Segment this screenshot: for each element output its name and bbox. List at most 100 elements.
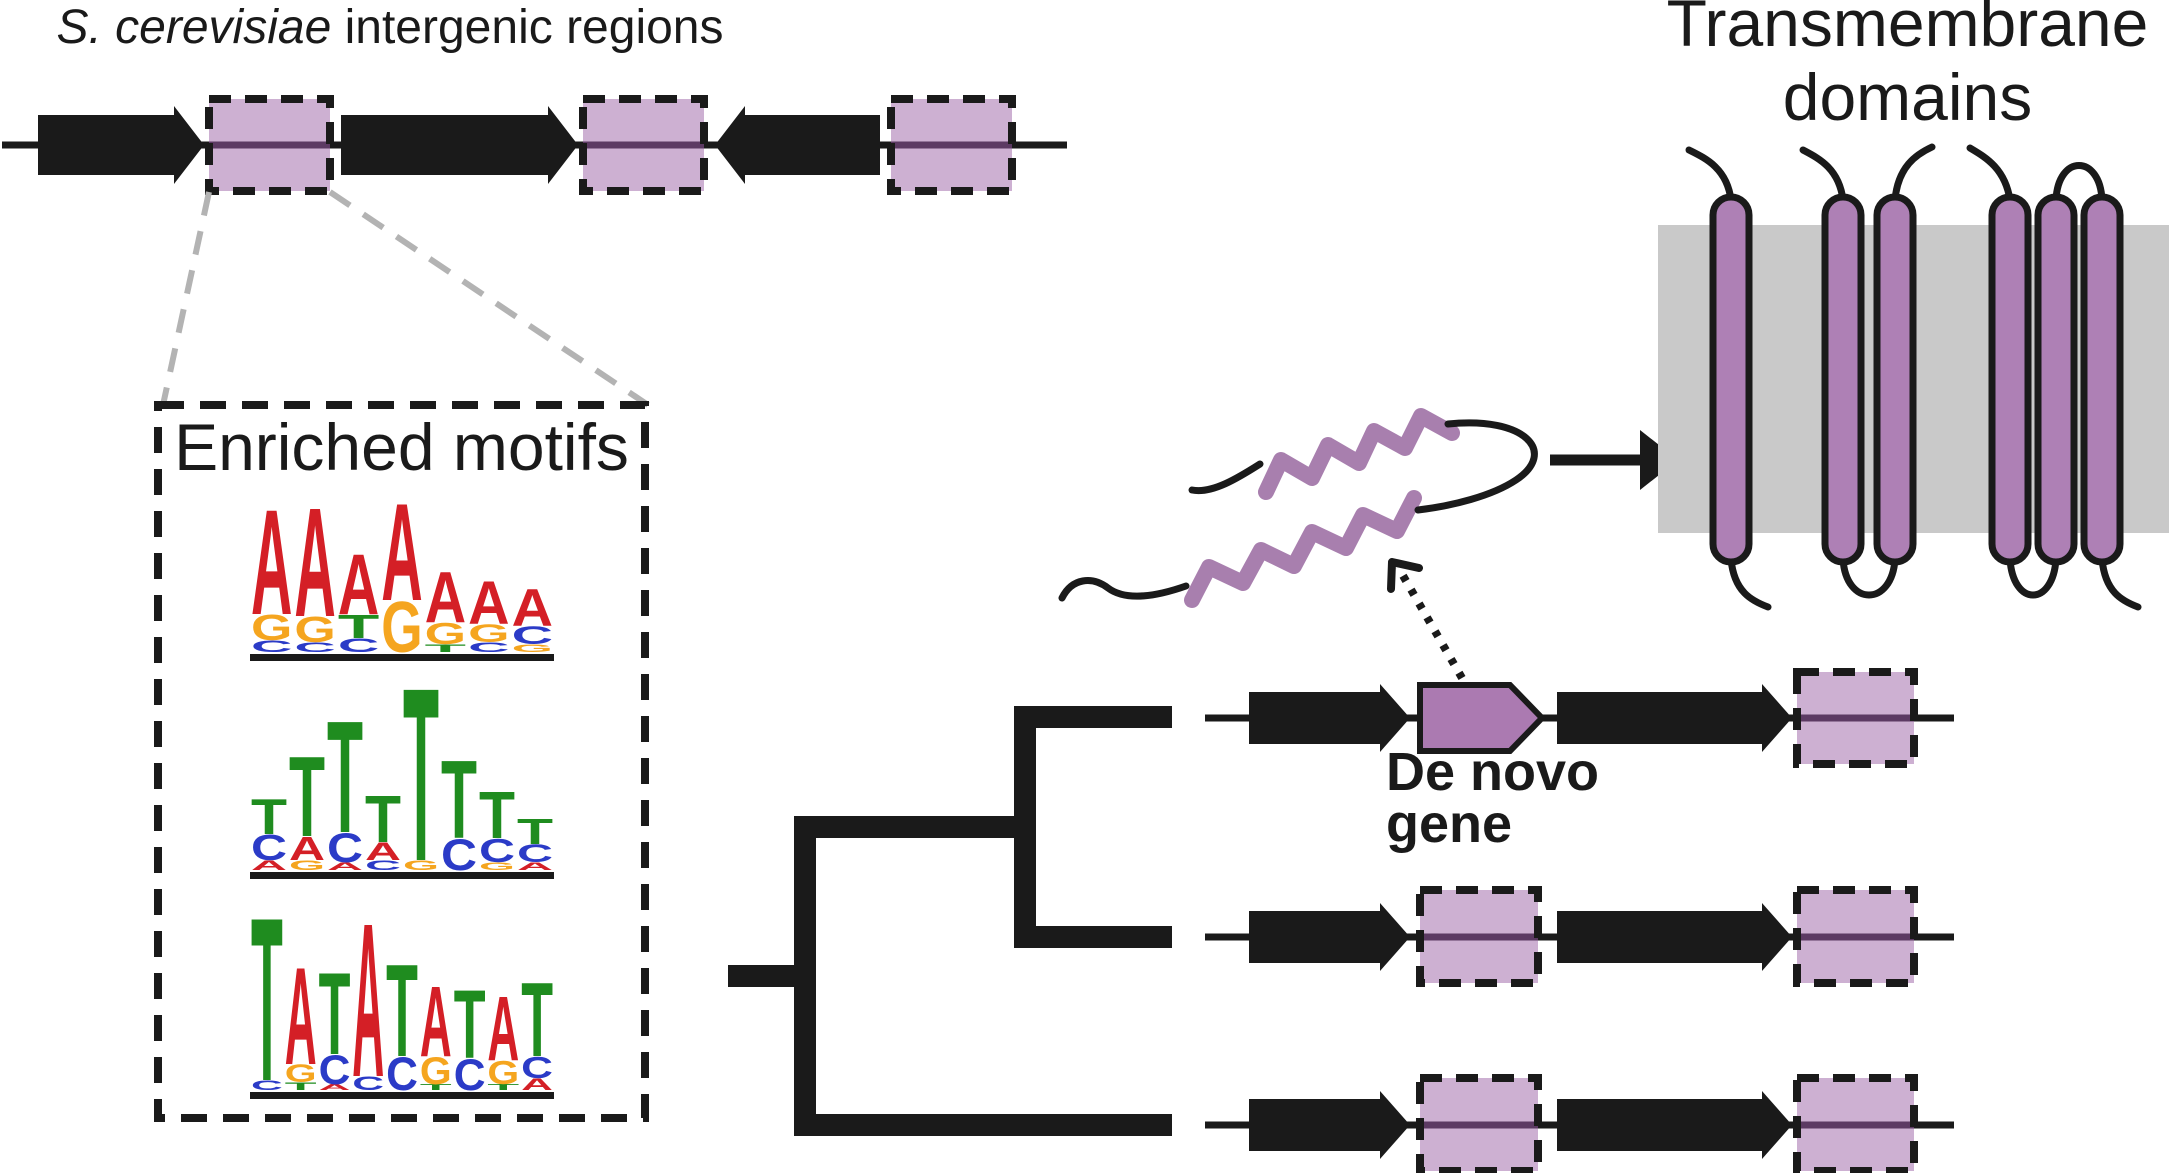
logo-letter-C: C [251, 637, 292, 656]
transmembrane-helix [2034, 193, 2078, 566]
tm-loop-top [1799, 146, 1847, 204]
logo-letter-G: G [425, 617, 466, 651]
logo-letter-C: C [327, 824, 363, 871]
logo-letter-G: G [289, 857, 325, 873]
logo-letter-A: A [425, 558, 466, 638]
logo-letter-C: C [365, 857, 401, 873]
species-row-2 [1205, 886, 1954, 987]
gene-arrow-right [1249, 1091, 1410, 1159]
transmembrane-helix [2080, 193, 2124, 566]
logo-letter-T: T [521, 961, 553, 1079]
logo-letter-T: T [517, 811, 553, 852]
intergenic-region-box [887, 95, 1016, 195]
intergenic-region-box [579, 95, 708, 195]
enriched-motifs-box [154, 401, 649, 1122]
alpha-helix-upper [1258, 408, 1460, 500]
gene-arrow-right [1249, 684, 1410, 752]
tm-loop-top [1966, 144, 2014, 204]
intergenic-region-box [1416, 1074, 1542, 1173]
gene-arrow-right [38, 106, 204, 184]
logo-baseline [250, 872, 554, 879]
tm-loop-top [1685, 146, 1735, 204]
logo-letter-G: G [479, 861, 515, 873]
logo-letter-G: G [487, 1055, 519, 1092]
logo-letter-T: T [479, 779, 515, 853]
intergenic-region-box [1793, 886, 1918, 987]
logo-letter-T: T [454, 970, 486, 1079]
logo-letter-C: C [512, 622, 553, 650]
logo-letter-A: A [420, 966, 452, 1078]
logo-letter-T: T [251, 789, 287, 845]
tm-loop-top-arch [2052, 162, 2106, 204]
logo-letter-G: G [420, 1050, 452, 1093]
logo-letter-T: T [403, 680, 439, 880]
logo-letter-T: T [319, 948, 351, 1079]
zoom-connector-left [160, 191, 212, 406]
gene-arrow-right [1249, 903, 1410, 971]
tm-loop-bottom [1727, 555, 1772, 611]
coil-loop [1414, 419, 1538, 514]
logo-letter-A: A [517, 861, 553, 873]
logo-letter-A: A [487, 978, 519, 1080]
logo-letter-G: G [294, 609, 335, 650]
logo-letter-A: A [251, 857, 287, 873]
logo-letter-C: C [468, 639, 509, 655]
nascent-protein-helices [1058, 408, 1538, 608]
logo-baseline [250, 1092, 554, 1099]
logo-letter-A: A [352, 910, 384, 1100]
tm-loop-bottom [2098, 555, 2142, 611]
title-transmembrane-domains: Transmembrane domains [1666, 0, 2149, 134]
tm-loop-bottom-arch [2006, 555, 2060, 599]
logo-letter-G: G [251, 607, 292, 648]
transmembrane-helix [1821, 193, 1865, 566]
de-novo-gene-arrow [1417, 682, 1547, 754]
logo-letter-C: C [479, 833, 515, 870]
phylogenetic-tree [728, 706, 1172, 1136]
alpha-helix-lower [1184, 490, 1422, 608]
logo-letter-A: A [512, 579, 553, 638]
logo-letter-C: C [521, 1051, 553, 1085]
gene-arrow-right [1557, 903, 1792, 971]
logo-letter-T: T [327, 687, 363, 866]
logo-letter-A: A [294, 498, 335, 649]
transmembrane-helix [1873, 193, 1917, 566]
gene-arrow-right [1557, 1091, 1792, 1159]
logo-letter-T: T [441, 737, 477, 862]
logo-letter-T: T [420, 1082, 452, 1092]
intergenic-region-box [1793, 1074, 1918, 1173]
logo-letter-G: G [512, 643, 553, 655]
species-row-1 [1205, 668, 1954, 768]
logo-letter-C: C [517, 840, 553, 868]
intergenic-region-box [1793, 668, 1918, 768]
zoom-connector-right [328, 189, 650, 408]
intergenic-region-box [1416, 886, 1542, 987]
title-intergenic-regions: S. cerevisiae intergenic regions [40, 0, 740, 56]
logo-letter-T: T [289, 734, 325, 861]
de-novo-to-protein-arrow [1387, 558, 1466, 680]
logo-letter-T: T [386, 937, 418, 1084]
logo-letter-C: C [294, 639, 335, 655]
logo-baseline [250, 654, 554, 661]
logo-letter-A: A [468, 569, 509, 637]
logo-letter-A: A [521, 1075, 553, 1094]
genome-track-s-cerevisiae [2, 95, 1067, 195]
logo-letter-A: A [365, 838, 401, 866]
transmembrane-helix [1709, 193, 1753, 566]
logo-letter-T: T [425, 643, 468, 655]
logo-letter-G: G [285, 1060, 317, 1088]
coil-linker [1188, 460, 1264, 495]
logo-letter-T: T [365, 783, 401, 857]
logo-letter-C: C [338, 635, 379, 657]
logo-letter-C: C [352, 1073, 384, 1095]
species-row-3 [1205, 1074, 1954, 1173]
gene-arrow-left [715, 106, 880, 184]
logo-letter-T: T [487, 1082, 519, 1092]
logo-letter-A: A [285, 939, 317, 1094]
